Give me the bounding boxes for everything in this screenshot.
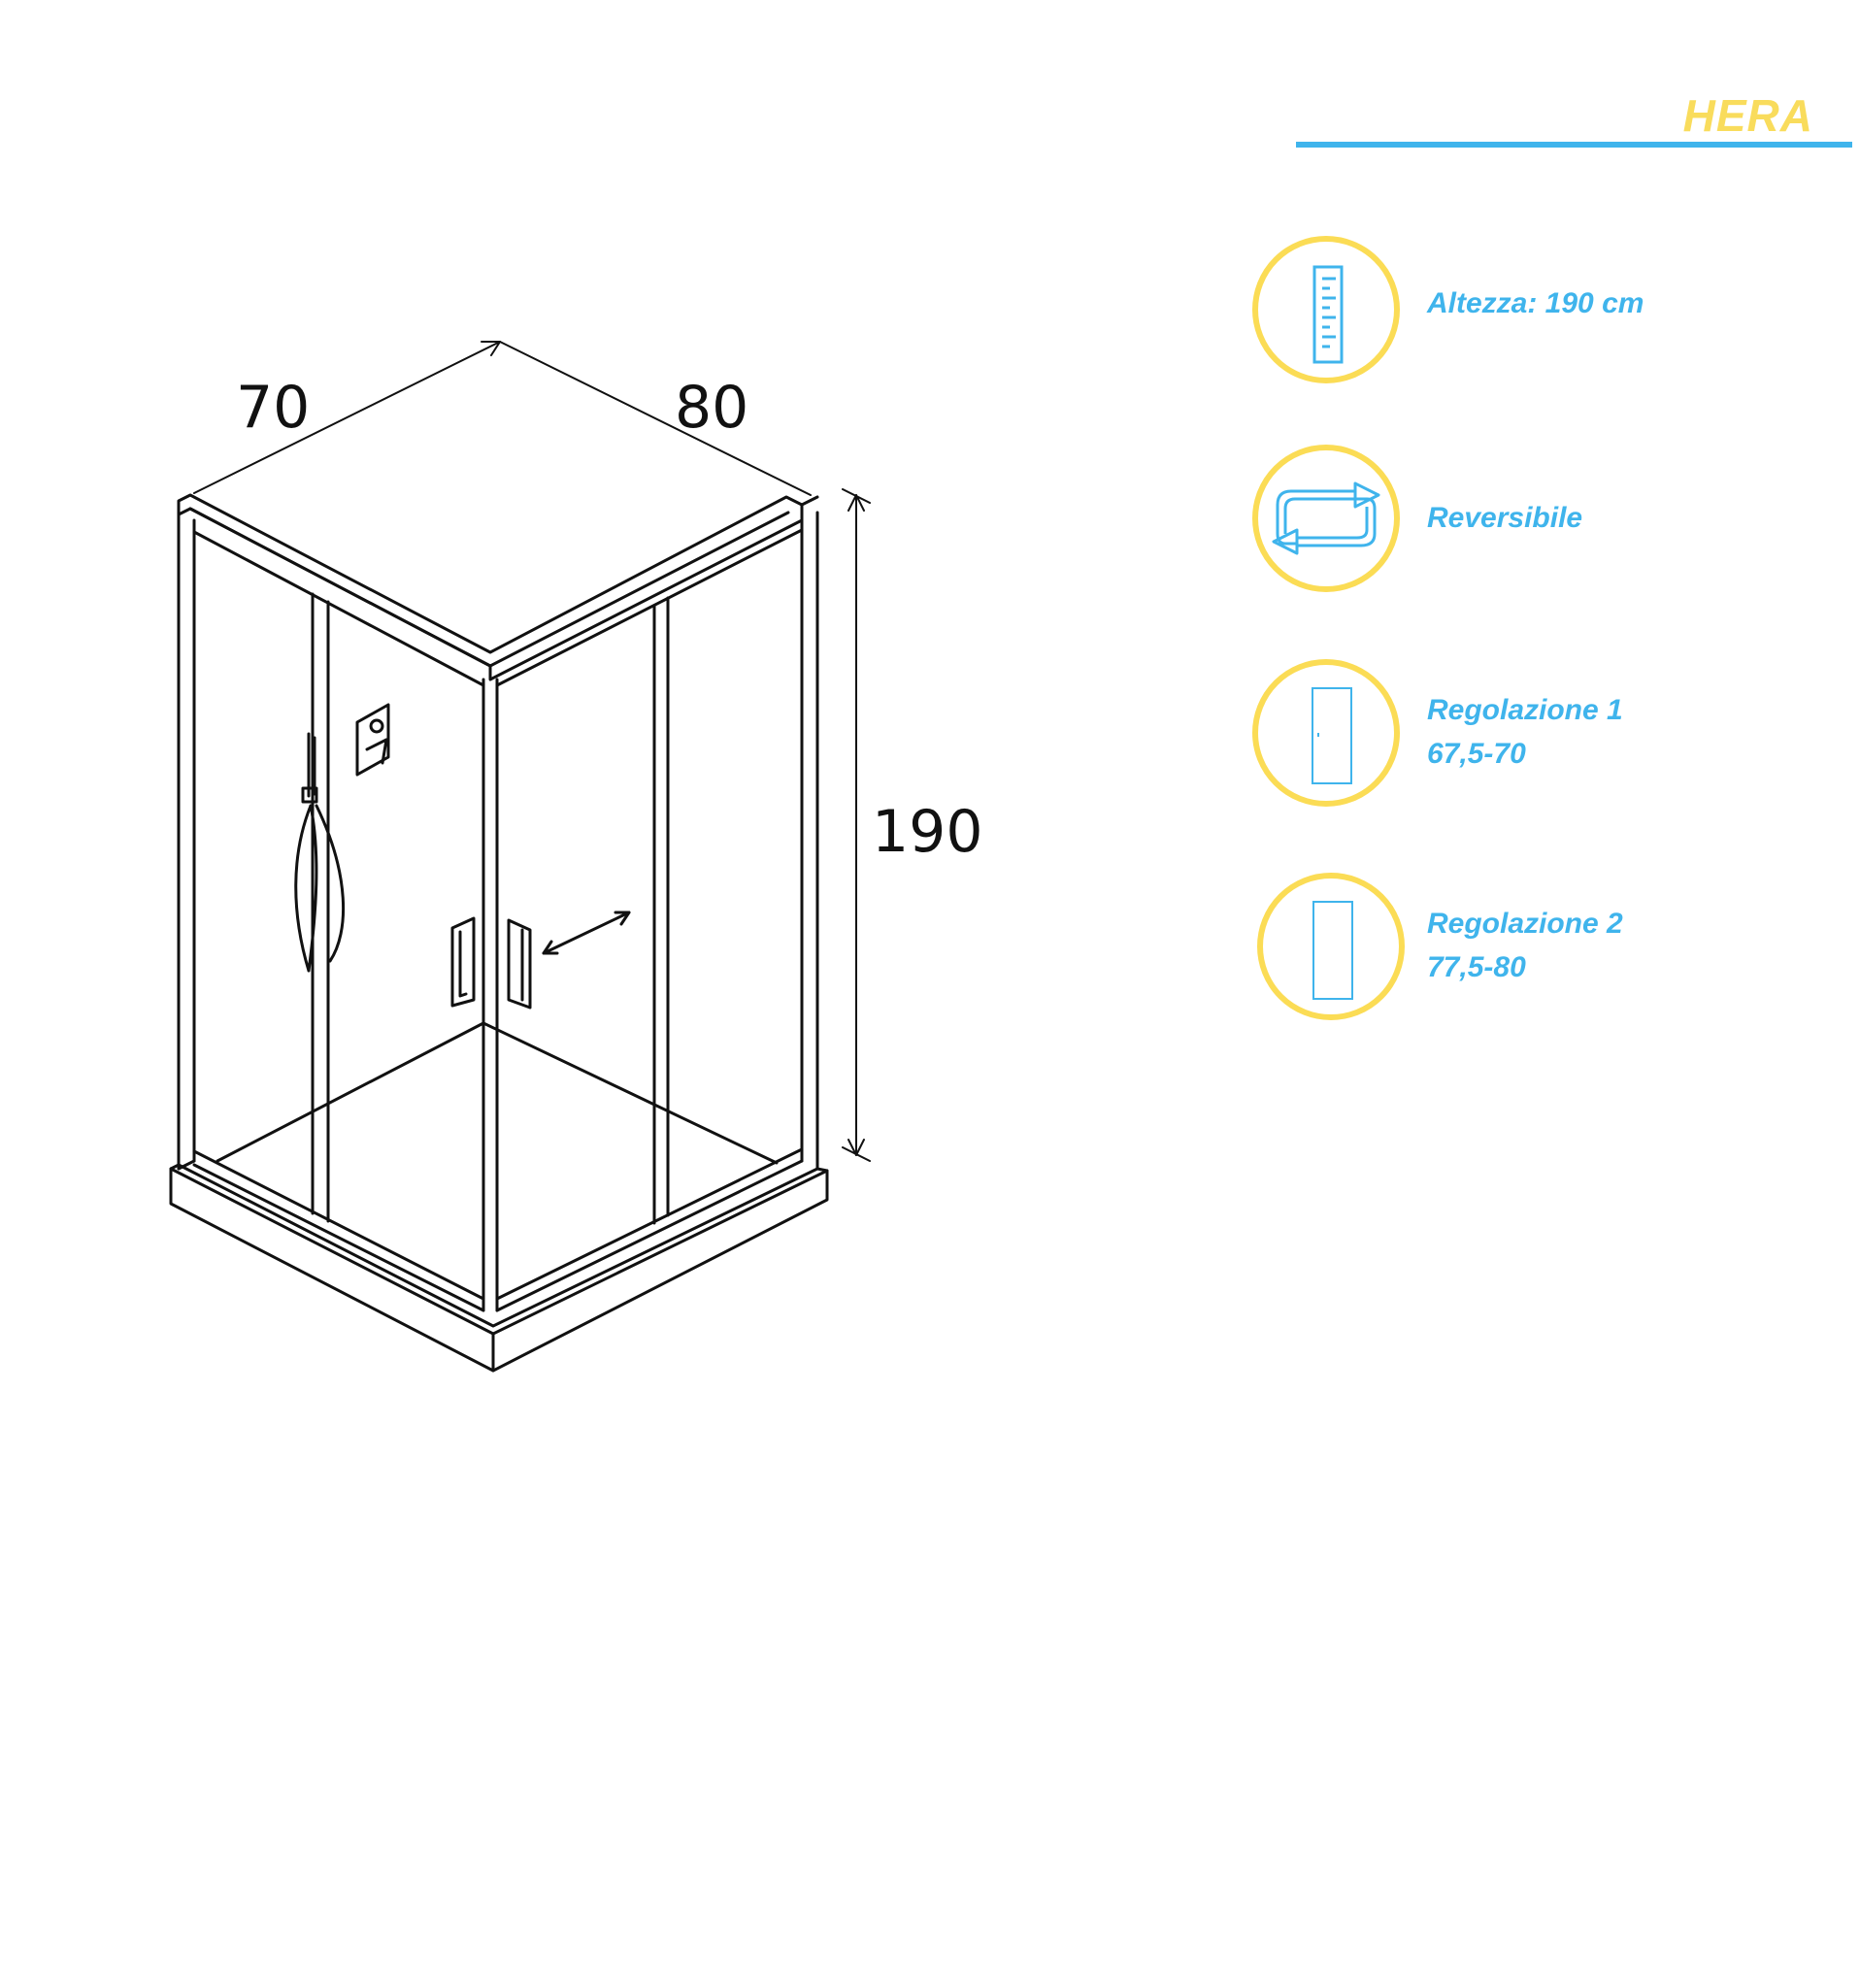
hand-shower <box>294 732 346 973</box>
dimension-label-width-right: 80 <box>675 374 749 442</box>
feature-adjustment-2: Regolazione 2 77,5-80 <box>1252 873 1835 1038</box>
feature-adjustment-1: Regolazione 1 67,5-70 <box>1252 659 1835 824</box>
ruler-icon <box>1312 265 1344 364</box>
shower-tray <box>169 1163 829 1373</box>
tray-inner-floor <box>216 1021 779 1165</box>
height-dimension-line <box>842 488 871 1162</box>
brand-title: HERA <box>1682 90 1813 141</box>
badge-circle <box>1252 659 1400 807</box>
feature-reversible-text: Reversibile <box>1427 496 1582 540</box>
right-post <box>800 495 819 1171</box>
feature-adjustment-2-range: 77,5-80 <box>1427 951 1526 983</box>
reverse-arrows-icon <box>1272 481 1380 555</box>
sliding-direction-arrow <box>542 911 631 955</box>
feature-adjustment-2-label: Regolazione 2 <box>1427 908 1623 940</box>
badge-circle <box>1252 445 1400 592</box>
door-handles <box>450 916 532 1010</box>
narrow-panel-icon <box>1312 687 1352 784</box>
wide-panel-icon <box>1312 901 1353 1000</box>
feature-height-text: Altezza: 190 cm <box>1427 282 1644 325</box>
feature-reversible-label: Reversibile <box>1427 502 1583 534</box>
dimension-label-width-left: 70 <box>236 374 311 442</box>
feature-adjustment-1-range: 67,5-70 <box>1427 738 1526 770</box>
feature-adjustment-2-text: Regolazione 2 77,5-80 <box>1427 902 1623 989</box>
mixer-control <box>355 703 390 777</box>
corner-post <box>482 678 499 1312</box>
left-post <box>177 513 196 1171</box>
badge-circle <box>1257 873 1405 1020</box>
badge-circle <box>1252 236 1400 383</box>
feature-height-label: Altezza: 190 cm <box>1427 287 1644 319</box>
top-dimension-lines <box>193 341 812 496</box>
right-wall-frame <box>495 528 804 1312</box>
feature-reversible: Reversibile <box>1252 445 1835 610</box>
feature-height: Altezza: 190 cm <box>1252 236 1835 401</box>
dimension-label-height: 190 <box>872 798 983 866</box>
brand-underline <box>1296 142 1852 148</box>
feature-adjustment-1-label: Regolazione 1 <box>1427 694 1623 726</box>
feature-adjustment-1-text: Regolazione 1 67,5-70 <box>1427 688 1623 776</box>
enclosure-roof <box>177 493 804 681</box>
